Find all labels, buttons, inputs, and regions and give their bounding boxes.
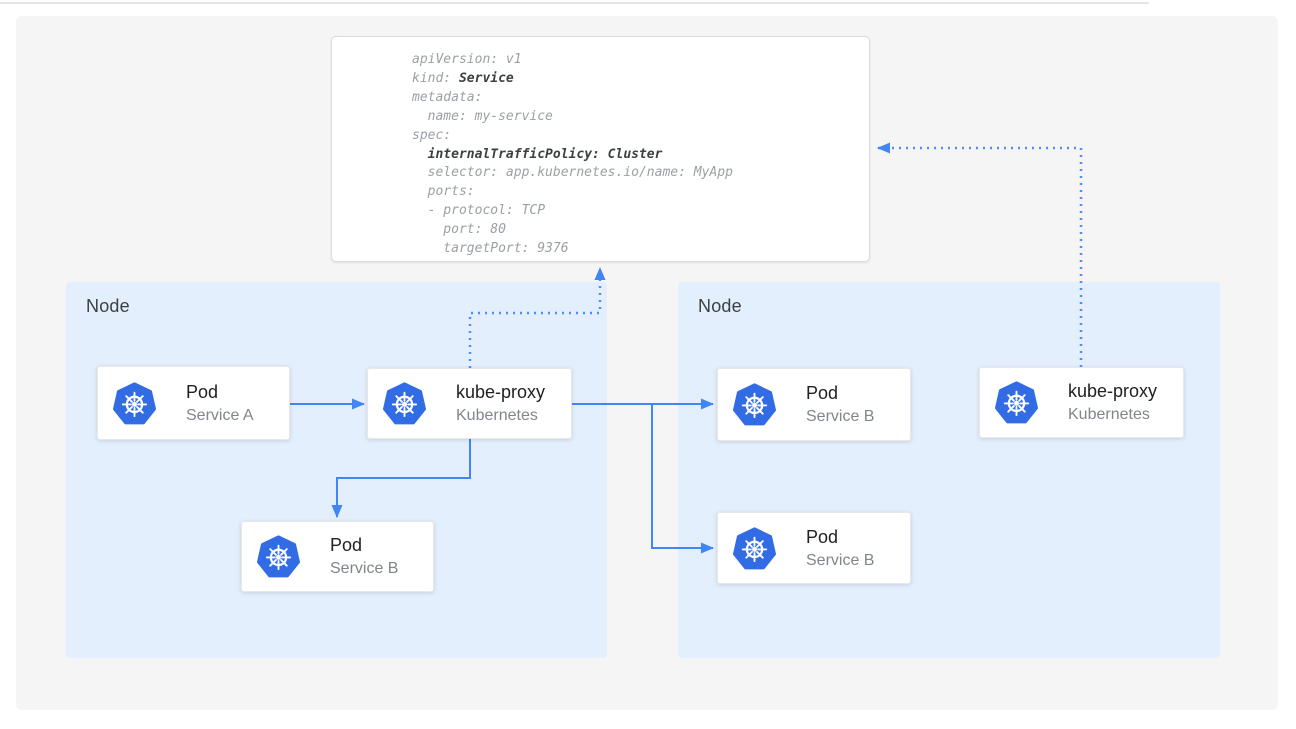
yaml-code-line: name: my-service: [412, 108, 553, 124]
card-subtitle: Service B: [330, 560, 399, 577]
card-title: Pod: [806, 526, 839, 547]
card-title: Pod: [330, 535, 363, 555]
kubernetes-icon: [112, 381, 157, 426]
node-left: Node: [66, 282, 607, 658]
card-subtitle: Kubernetes: [1068, 406, 1150, 423]
yaml-code-line: internalTrafficPolicy: Cluster: [427, 146, 663, 162]
kubernetes-icon: [994, 380, 1039, 425]
card-pod-service-b-right-bottom: Pod Service B: [717, 512, 911, 584]
kubernetes-icon: [256, 534, 301, 579]
card-pod-service-b-right-top: Pod Service B: [717, 368, 911, 441]
card-kube-proxy-right: kube-proxy Kubernetes: [979, 367, 1184, 438]
card-title: kube-proxy: [456, 382, 546, 402]
yaml-code-line: - protocol: TCP: [412, 203, 546, 219]
card-title: Pod: [806, 383, 839, 403]
kubernetes-icon: [732, 382, 777, 427]
yaml-code-line: spec:: [412, 127, 452, 143]
yaml-code-line: apiVersion: v1: [412, 52, 522, 67]
kubernetes-icon: [382, 381, 427, 426]
service-yaml-card: apiVersion: v1 kind: Service metadata: nam…: [331, 36, 870, 262]
card-subtitle: Service B: [806, 408, 875, 425]
top-divider-line: [0, 2, 1149, 4]
yaml-code-line: metadata:: [412, 89, 483, 105]
yaml-code-line: ports:: [412, 184, 475, 200]
yaml-code-line: port: 80: [412, 222, 506, 238]
card-title: Pod: [186, 381, 219, 402]
card-kube-proxy-left: kube-proxy Kubernetes: [367, 368, 572, 439]
kubernetes-icon: [732, 526, 777, 571]
node-left-label: Node: [86, 296, 130, 316]
yaml-code-line: targetPort: 9376: [412, 241, 569, 257]
card-pod-service-b-left: Pod Service B: [241, 521, 434, 592]
card-subtitle: Service A: [186, 406, 254, 424]
node-right: Node: [678, 282, 1220, 658]
card-subtitle: Service B: [806, 551, 875, 569]
card-pod-service-a: Pod Service A: [97, 366, 290, 440]
node-right-label: Node: [698, 296, 742, 316]
yaml-code-line: kind: Service: [412, 70, 514, 86]
card-title: kube-proxy: [1068, 381, 1158, 401]
yaml-code: apiVersion: v1 kind: Service metadata: nam…: [332, 37, 869, 259]
yaml-code-line: selector: app.kubernetes.io/name: MyApp: [412, 165, 733, 181]
card-subtitle: Kubernetes: [456, 407, 538, 424]
